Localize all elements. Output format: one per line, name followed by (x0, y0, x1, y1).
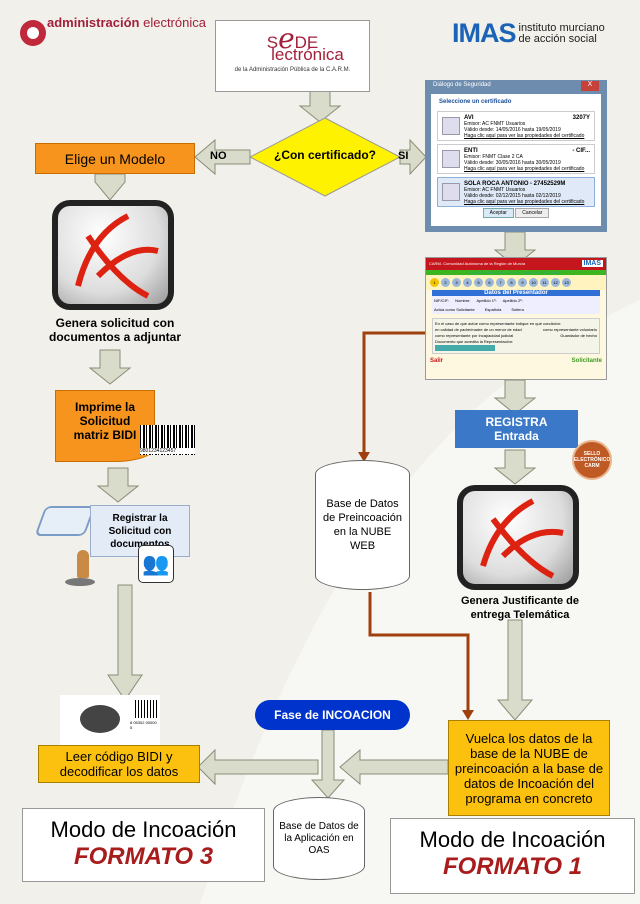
certificate-dialog: Diálogo de Seguridad X Seleccione un cer… (425, 80, 607, 232)
arrow-down (107, 584, 143, 701)
leer-bidi-box: Leer código BIDI y decodificar los datos (38, 745, 200, 783)
fase-incoacion-pill: Fase de INCOACION (255, 700, 410, 730)
form-screenshot: CARM- Comunidad Autónoma de la Región de… (425, 257, 607, 380)
si-label: SI (398, 150, 409, 162)
sede-electronica-logo[interactable]: SeDE lectrónica de la Administración Púb… (215, 20, 370, 92)
arrow-si (399, 138, 427, 176)
step-2[interactable]: 2 (441, 278, 450, 287)
step-1[interactable]: 1 (430, 278, 439, 287)
step-10[interactable]: 10 (529, 278, 538, 287)
accept-button[interactable]: Aceptar (482, 208, 514, 218)
step-8[interactable]: 8 (507, 278, 516, 287)
cancel-button[interactable]: Cancelar (515, 208, 550, 218)
salir-button[interactable]: Salir (430, 358, 444, 364)
solicitante-button[interactable]: Solicitante (571, 358, 602, 364)
arrow-down (89, 349, 131, 385)
pdf-icon (457, 485, 579, 590)
vuelca-datos-box: Vuelca los datos de la base de la NUBE d… (448, 720, 610, 816)
genera-justificante-text: Genera Justificante de entrega Telemátic… (461, 595, 579, 621)
modo-formato-3: Modo de Incoación FORMATO 3 (22, 808, 265, 882)
certificate-icon (442, 117, 460, 135)
arrow-to-leer (197, 748, 319, 786)
arrow-down (299, 87, 341, 123)
db-nube-cylinder: Base de Datos de Preincoación en la NUBE… (315, 460, 410, 590)
admin-electronica-logo: administración electrónica (47, 15, 206, 30)
step-4[interactable]: 4 (463, 278, 472, 287)
arrow-no (194, 138, 251, 176)
admin-electronica-logo-icon (12, 14, 52, 52)
brown-connector (362, 331, 425, 455)
step-6[interactable]: 6 (485, 278, 494, 287)
no-label: NO (210, 150, 227, 162)
step-5[interactable]: 5 (474, 278, 483, 287)
elige-modelo-box: Elige un Modelo (35, 143, 195, 174)
step-3[interactable]: 3 (452, 278, 461, 287)
pdf-icon (52, 200, 174, 310)
close-button[interactable]: X (581, 81, 599, 91)
certificate-icon (442, 150, 460, 168)
decision-diamond (248, 117, 402, 197)
step-9[interactable]: 9 (518, 278, 527, 287)
imas-mini-logo: IMAS (581, 260, 603, 267)
step-13[interactable]: 13 (562, 278, 571, 287)
certificate-icon (442, 183, 460, 201)
office-counter-icon: 👥 (138, 545, 174, 583)
step-12[interactable]: 12 (551, 278, 560, 287)
modo-formato-1: Modo de Incoación FORMATO 1 (390, 818, 635, 894)
genera-solicitud-text: Genera solicitud con documentos a adjunt… (48, 316, 182, 344)
decision-label: ¿Con certificado? (273, 148, 376, 162)
step-11[interactable]: 11 (540, 278, 549, 287)
imprime-document-box: Imprime la Solicitud matriz BIDI (55, 390, 155, 462)
brown-connector (368, 592, 470, 712)
step-7[interactable]: 7 (496, 278, 505, 287)
stamp-icon (65, 550, 100, 590)
barcode-scanner-image: 8 05302 00000 5 (60, 695, 160, 745)
arrow-down (97, 467, 139, 503)
db-oas-cylinder: Base de Datos de la Aplicación en OAS (273, 797, 365, 880)
